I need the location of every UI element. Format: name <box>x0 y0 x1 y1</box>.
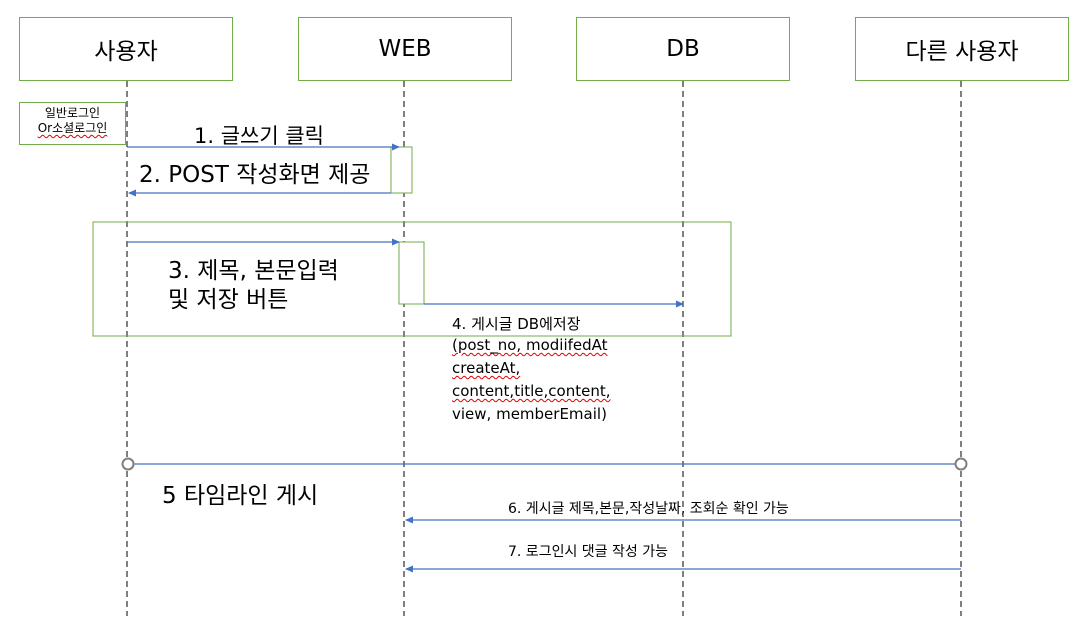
web-activation-2 <box>398 241 425 305</box>
message-3-label-line1: 3. 제목, 본문입력 <box>168 258 339 284</box>
message-5-label: 5 타임라인 게시 <box>162 483 319 509</box>
actor-db-label: DB <box>666 36 700 62</box>
actor-other-user-label: 다른 사용자 <box>905 39 1019 65</box>
message-7-label: 7. 로그인시 댓글 작성 가능 <box>508 544 668 560</box>
message-4-label-line4: content,title,content, <box>452 382 611 400</box>
message-6-label: 6. 게시글 제목,본문,작성날짜, 조회순 확인 가능 <box>508 501 789 517</box>
message-4-label-line3: createAt, <box>452 359 521 377</box>
login-note-line1: 일반로그인 <box>44 106 101 120</box>
message-2-label: 2. POST 작성화면 제공 <box>139 162 371 188</box>
message-4-label-line1: 4. 게시글 DB에저장 <box>452 315 581 333</box>
step3-group-frame <box>92 221 732 337</box>
actor-web-label: WEB <box>378 36 432 62</box>
message-1-label: 1. 글쓰기 클릭 <box>194 124 324 148</box>
message-4-label-line2: (post_no, modiifedAt <box>452 336 608 354</box>
arrow-5-right-endpoint <box>954 457 968 471</box>
actor-web-box: WEB <box>298 17 512 81</box>
actor-db-box: DB <box>576 17 790 81</box>
login-note: 일반로그인 Or소셜로그인 <box>19 102 126 145</box>
message-4-label-line5: view, memberEmail) <box>452 405 607 423</box>
actor-other-user-box: 다른 사용자 <box>855 17 1069 81</box>
login-note-line2: Or소셜로그인 <box>37 121 108 135</box>
actor-user-label: 사용자 <box>94 39 158 65</box>
actor-user-box: 사용자 <box>19 17 233 81</box>
web-activation-1 <box>390 146 413 194</box>
arrow-5-left-endpoint <box>121 457 135 471</box>
message-3-label-line2: 및 저장 버튼 <box>168 287 289 313</box>
